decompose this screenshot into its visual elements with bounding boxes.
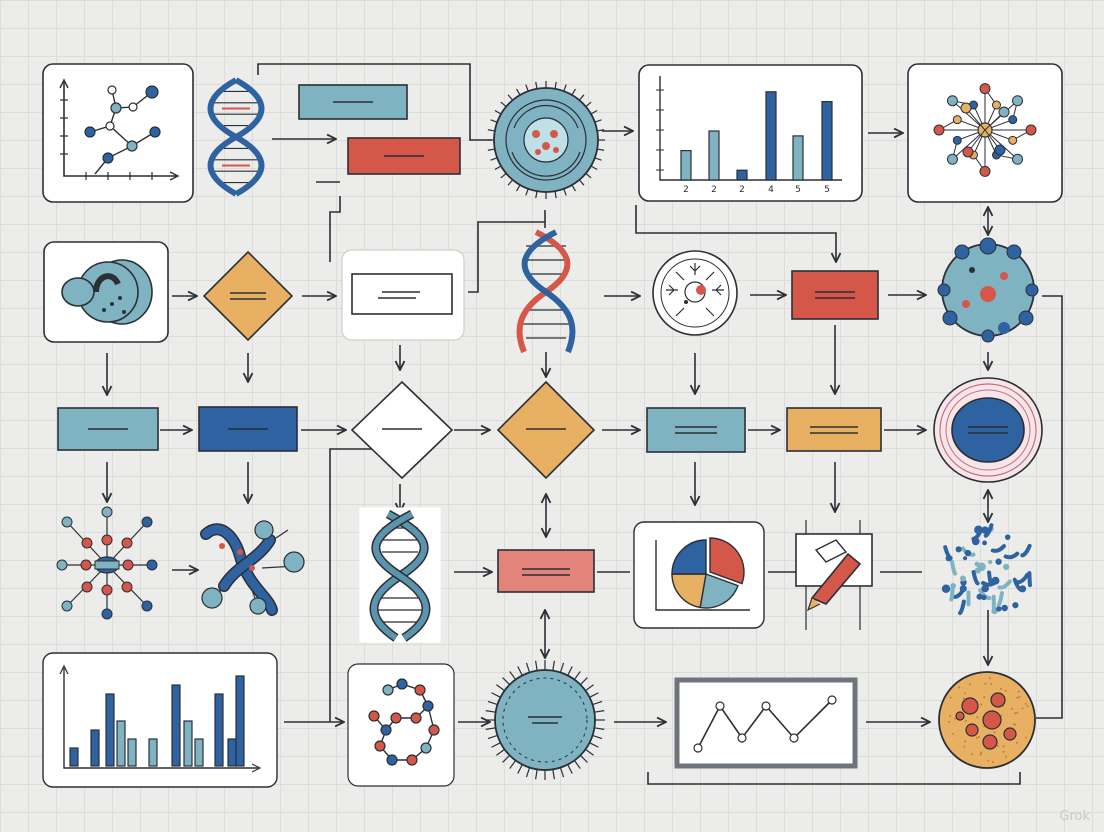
connector — [647, 772, 1021, 785]
spiky-cell-icon — [485, 660, 605, 780]
bar — [680, 150, 692, 181]
molecular-chain-card — [347, 663, 455, 787]
decision-diamond-white — [350, 380, 454, 480]
bar — [90, 729, 100, 767]
x-tick-label: 2 — [739, 185, 745, 195]
network-graph-card — [907, 63, 1063, 203]
network-plot-card — [42, 63, 194, 203]
bar — [235, 675, 245, 767]
bar — [214, 693, 224, 767]
decision-diamond-orange — [202, 250, 294, 342]
cytoplasm-cell-icon — [938, 671, 1036, 769]
nucleus-cell-icon — [933, 377, 1043, 483]
bacteria-cluster-icon — [941, 523, 1032, 615]
immune-cell-icon — [937, 237, 1039, 343]
connector — [329, 196, 341, 262]
process-box-white — [341, 249, 465, 341]
decision-diamond-orange — [496, 380, 596, 480]
bar — [194, 738, 204, 767]
watermark: Grok — [1059, 809, 1090, 824]
dna-helix-card — [359, 507, 441, 643]
top-bar-chart: 2 2 2 4 5 5 — [638, 64, 863, 202]
process-box-red — [791, 270, 879, 320]
protein-icon — [200, 520, 305, 616]
bar — [127, 738, 137, 767]
bottom-bar-chart — [42, 652, 278, 788]
bar — [736, 169, 748, 181]
process-box-pink — [497, 549, 595, 593]
pie-slice — [671, 539, 707, 575]
x-tick-label: 5 — [795, 185, 801, 195]
bar — [821, 100, 833, 181]
bar — [148, 738, 158, 767]
pie-slice — [709, 537, 745, 585]
connector — [329, 448, 374, 722]
bar — [116, 720, 126, 767]
connector — [1036, 295, 1063, 719]
x-tick-label: 2 — [711, 185, 717, 195]
dna-helix-icon — [516, 229, 576, 354]
dna-helix-icon — [207, 77, 265, 197]
bar — [69, 747, 79, 767]
line-chart-frame — [674, 677, 858, 769]
organelle-card — [43, 241, 169, 343]
pie-slice — [671, 573, 707, 609]
bar — [708, 130, 720, 181]
connectors — [107, 63, 1063, 785]
bar — [105, 693, 115, 767]
bar — [183, 720, 193, 767]
molecule-icon — [56, 506, 158, 620]
bar — [765, 91, 777, 181]
x-tick-label: 5 — [824, 185, 830, 195]
cell-icon — [487, 81, 605, 199]
process-box-teal — [646, 407, 746, 453]
bar — [792, 135, 804, 181]
x-tick-label: 2 — [683, 185, 689, 195]
connector — [468, 221, 545, 293]
x-tick-label: 4 — [768, 185, 774, 195]
bar — [171, 684, 181, 767]
receptor-cell-icon — [652, 250, 738, 336]
connector — [635, 205, 836, 262]
bar — [227, 738, 237, 767]
edit-document-icon — [795, 520, 873, 630]
process-box-orange — [786, 407, 882, 452]
connector — [257, 63, 492, 141]
pie-chart-card — [633, 521, 765, 629]
pie-slice — [699, 573, 739, 609]
